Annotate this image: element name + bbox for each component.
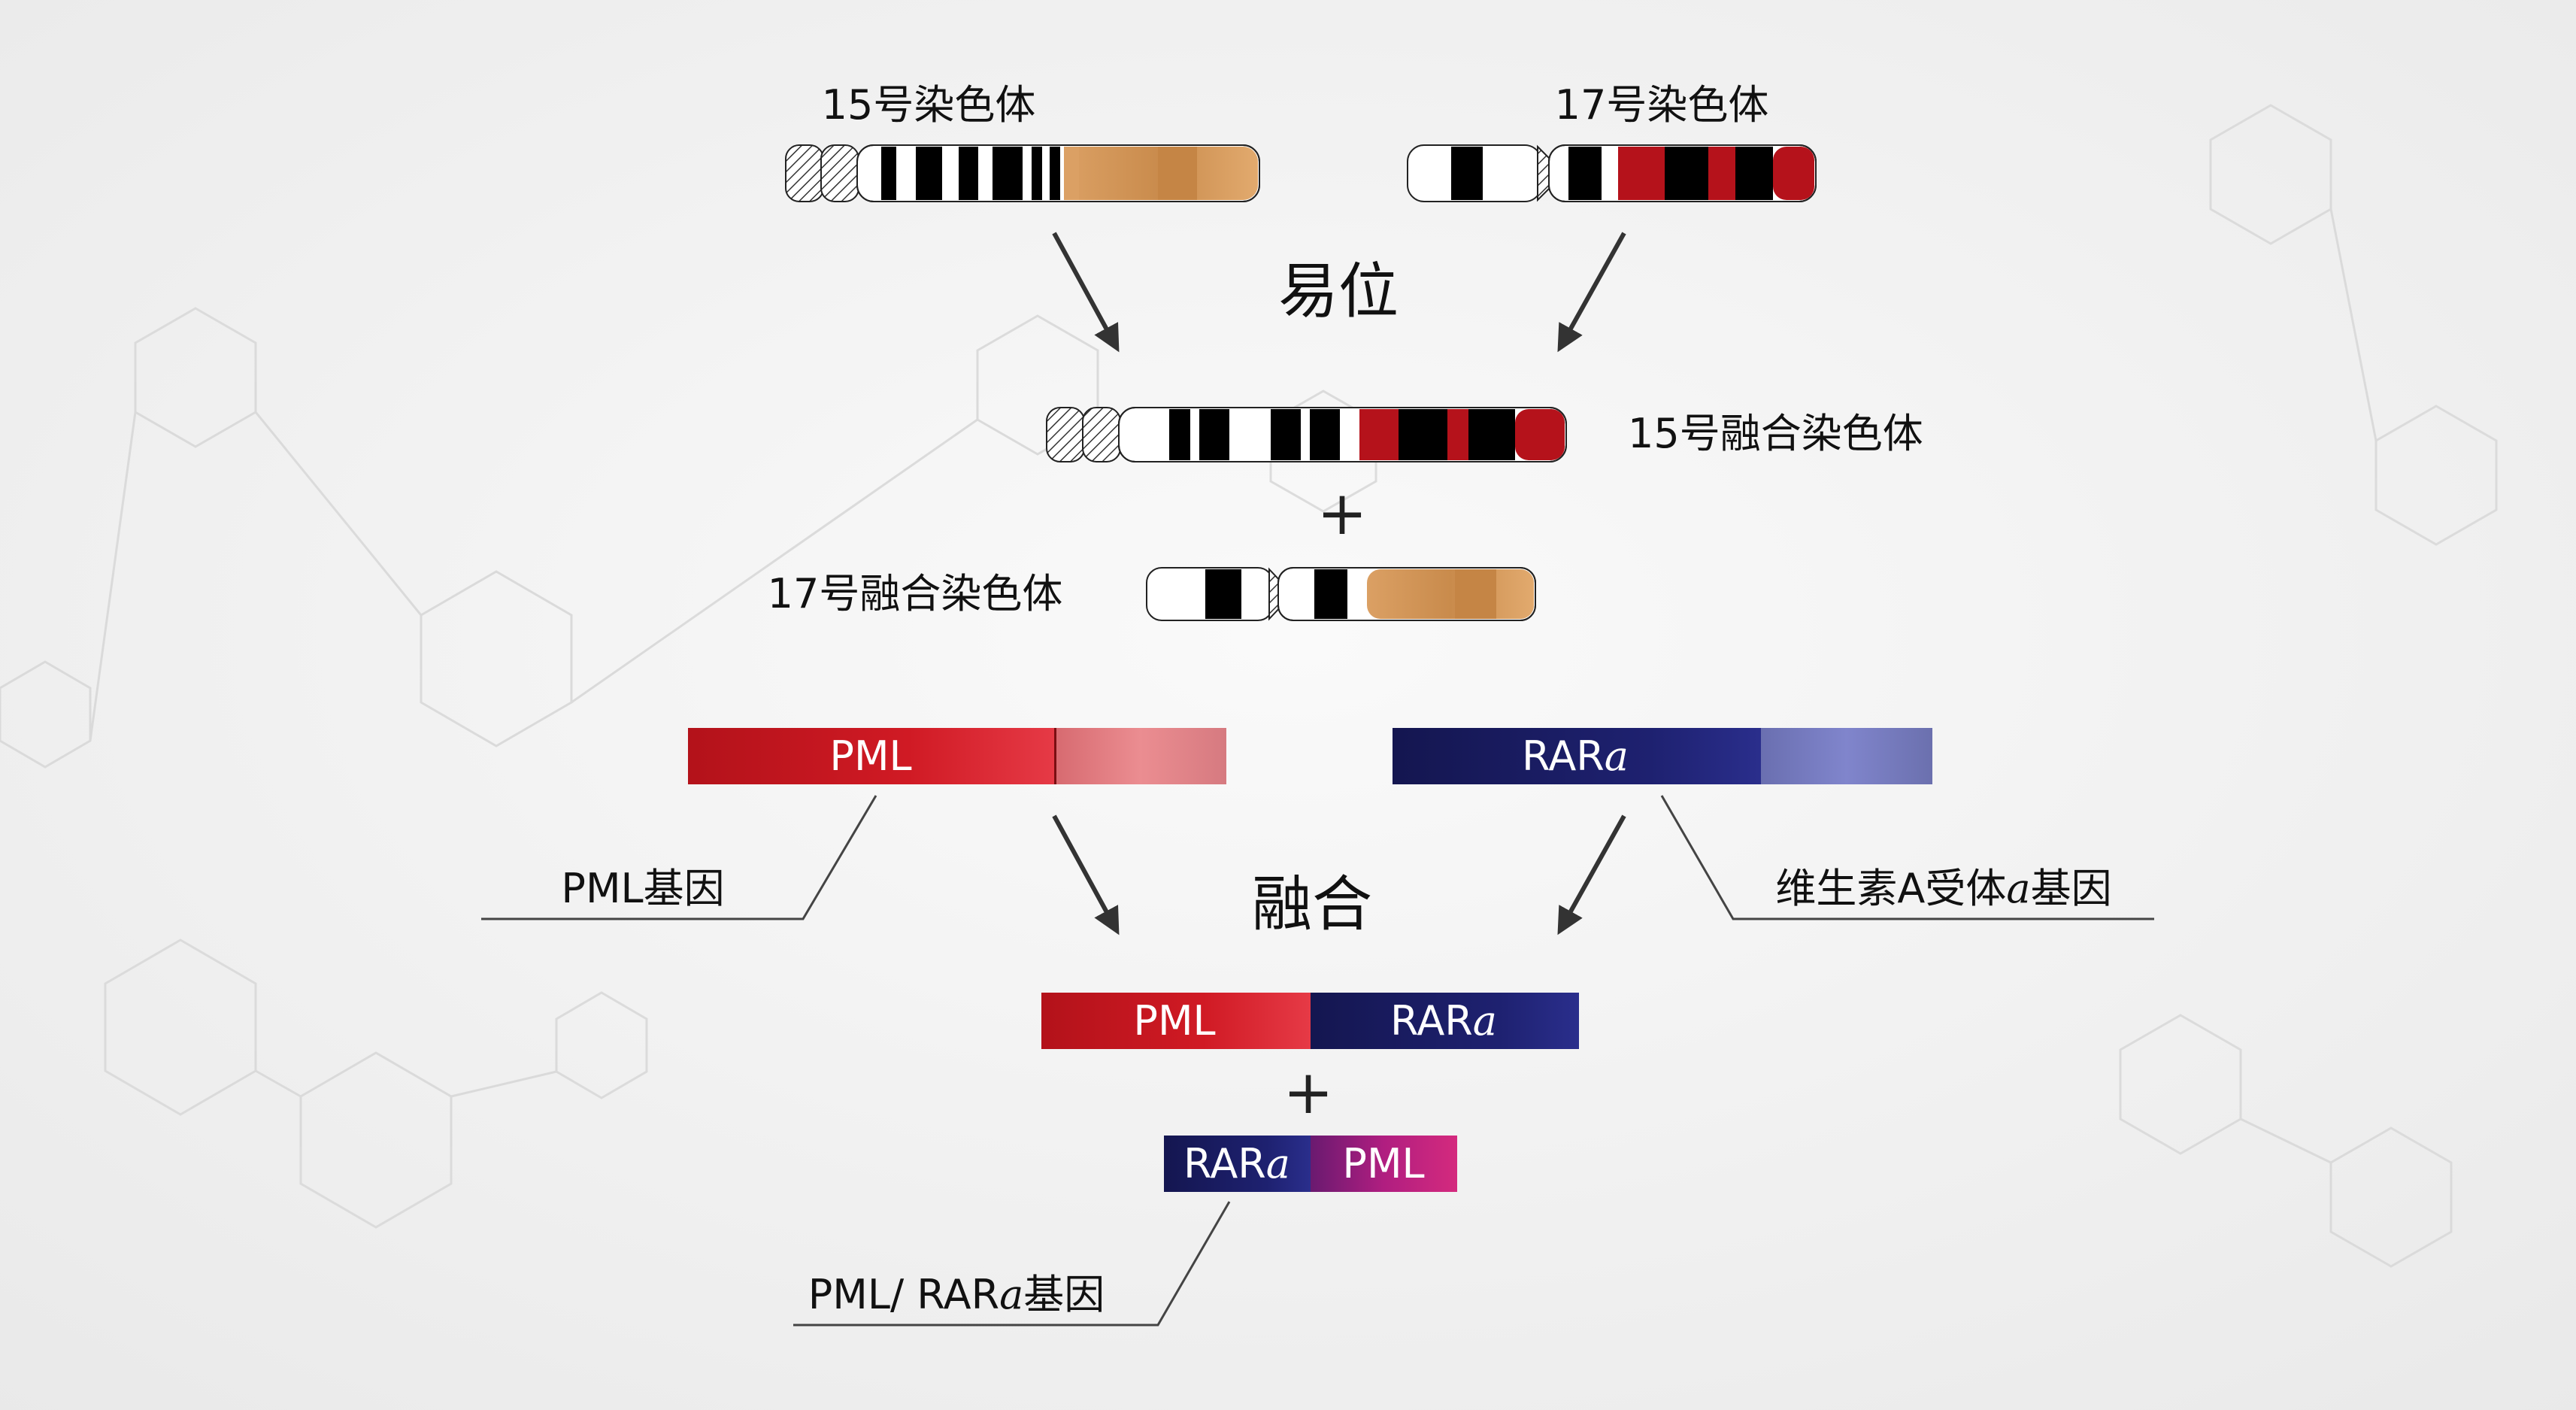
pml-gene-leader-line (481, 795, 877, 920)
fused-chromosome-15: 15号融合染色体 (1046, 407, 1923, 462)
pml-rara-fusion-rara-label: RARa (1390, 997, 1497, 1045)
rara-gene-bar-label: RARa (1522, 732, 1629, 780)
translocation-arrows (1052, 232, 1626, 353)
chromosome-15-bar (785, 144, 1260, 202)
fused-chromosome-17-label: 17号融合染色体 (768, 570, 1063, 617)
chromosome-17-label: 17号染色体 (1555, 81, 1769, 129)
fused-chromosome-15-label: 15号融合染色体 (1628, 410, 1923, 457)
pml-rara-fusion-bar: PML RARa (1041, 993, 1579, 1049)
chromosome-15: 15号染色体 (785, 81, 1260, 202)
pml-gene-bar: PML (688, 728, 1226, 784)
rara-pml-fusion-pml-label: PML (1342, 1140, 1424, 1187)
pml-gene-bar-label: PML (829, 732, 911, 780)
rara-gene-label: 维生素A受体a基因 (1775, 865, 2111, 912)
fused-chromosome-17-bar (1146, 567, 1536, 621)
arrow-rara-down (1557, 814, 1626, 935)
arrow-pml-down (1052, 814, 1120, 935)
plus-sign-genes: + (1283, 1057, 1333, 1127)
pml-gene-label: PML基因 (561, 865, 724, 912)
pml-rara-fusion-pml-label: PML (1133, 997, 1215, 1045)
rara-pml-fusion-rara-label: RARa (1183, 1140, 1290, 1187)
fused-chromosome-15-bar (1046, 407, 1567, 462)
arrow-chr17-down (1557, 232, 1626, 353)
rara-pml-fusion-bar: RARa PML (1164, 1136, 1457, 1192)
translocation-label: 易位 (1278, 256, 1399, 326)
fusion-label: 融合 (1252, 869, 1372, 939)
chromosome-17: 17号染色体 (1407, 81, 1817, 202)
pml-gene-callout: PML基因 (481, 795, 877, 920)
arrow-chr15-down (1052, 232, 1120, 353)
rara-gene-callout: 维生素A受体a基因 (1660, 795, 2154, 920)
plus-sign-chromosomes: + (1317, 478, 1367, 548)
chromosome-17-bar (1407, 144, 1817, 202)
fusion-arrows (1052, 814, 1626, 935)
pml-rara-gene-callout: PML/ RARa基因 (793, 1201, 1231, 1327)
pml-rara-gene-leader-line (793, 1201, 1231, 1327)
pml-rara-gene-label: PML/ RARa基因 (808, 1271, 1105, 1318)
fused-chromosome-17: 17号融合染色体 (768, 567, 1536, 621)
rara-gene-leader-line (1660, 795, 2154, 920)
rara-gene-bar: RARa (1393, 728, 1932, 784)
chromosome-15-label: 15号染色体 (822, 81, 1036, 129)
